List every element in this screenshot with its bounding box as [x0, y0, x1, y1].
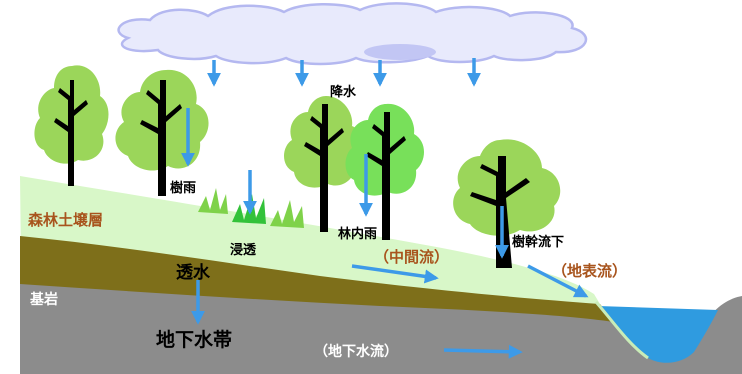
cloud-icon — [117, 2, 587, 66]
tree-icon — [453, 139, 561, 268]
arrow-icon — [181, 58, 589, 359]
tree-icon — [284, 96, 364, 232]
label-surface-flow: （地表流） — [552, 262, 627, 280]
label-precipitation: 降水 — [330, 84, 357, 100]
cloud-shape — [117, 2, 587, 66]
bank-edge — [594, 301, 649, 360]
tree-icon — [34, 65, 109, 186]
tree-icon — [345, 103, 424, 240]
label-groundwater-zone: 地下水帯 — [156, 328, 232, 351]
labels: 降水 樹雨 森林土壌層 浸透 林内雨 （中間流） 樹幹流下 （地表流） 透水 基… — [28, 84, 627, 360]
label-percolation: 透水 — [176, 262, 211, 283]
label-interflow: （中間流） — [374, 248, 449, 266]
surface-flow-arrow — [527, 264, 589, 298]
water-body — [598, 306, 718, 363]
interflow-arrow — [351, 264, 439, 284]
label-forest-soil: 森林土壌層 — [28, 211, 103, 229]
label-throughfall: 林内雨 — [338, 226, 377, 242]
label-canopy-drip: 樹雨 — [170, 180, 196, 196]
label-bedrock: 基岩 — [30, 291, 58, 308]
label-groundwater-flow: （地下水流） — [314, 343, 398, 360]
label-stemflow: 樹幹流下 — [512, 234, 564, 250]
label-infiltration: 浸透 — [230, 242, 256, 258]
tree-icon — [115, 69, 209, 196]
ground — [20, 176, 742, 374]
groundwater-flow-arrow — [443, 344, 523, 359]
cloud-shadow — [364, 44, 436, 60]
bedrock-layer — [20, 284, 742, 374]
